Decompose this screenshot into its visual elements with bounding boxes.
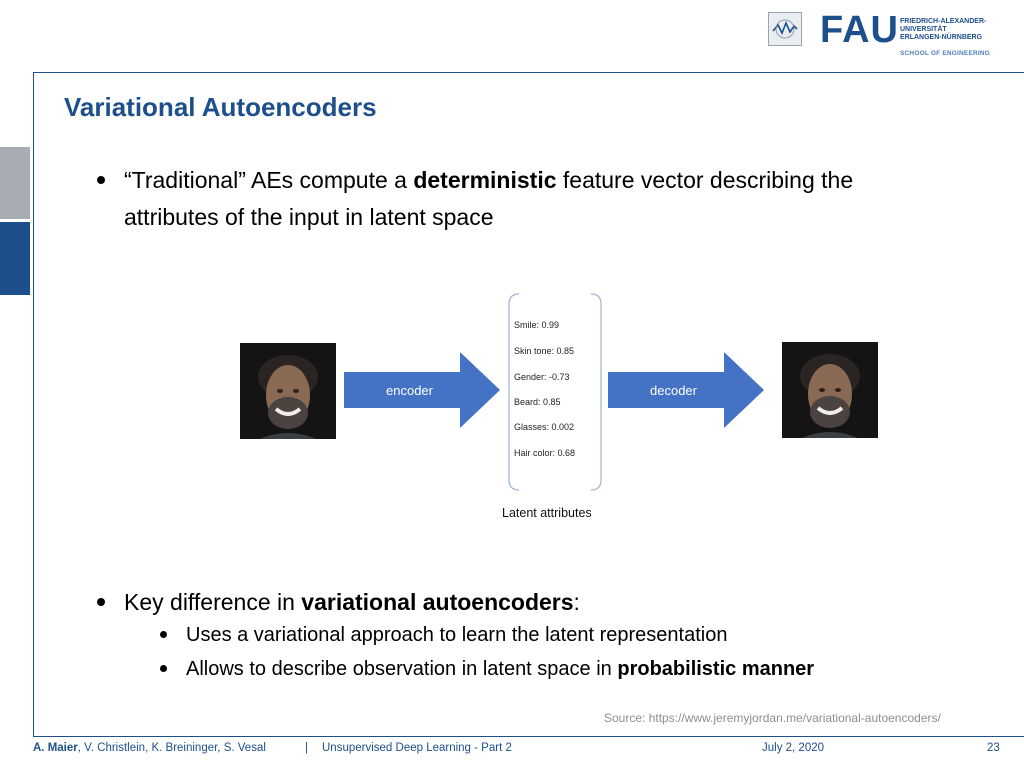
university-line: FRIEDRICH-ALEXANDER- — [900, 18, 987, 25]
bullet-text-part: Key difference in — [124, 589, 302, 615]
bullet-icon — [97, 598, 105, 606]
sub-bullet-text-part: Allows to describe observation in latent… — [186, 658, 618, 680]
bullet-text-part: “Traditional” AEs compute a — [124, 167, 414, 193]
latent-attribute: Smile: 0.99 — [514, 320, 560, 330]
page-number: 23 — [987, 742, 1000, 754]
fau-logo: FAU — [820, 9, 899, 51]
footer-date: July 2, 2020 — [762, 742, 825, 754]
bullet-text-part: : — [573, 589, 580, 615]
latent-attribute: Beard: 0.85 — [514, 397, 561, 407]
bullet-text-bold: variational autoencoders — [301, 589, 574, 615]
sub-bullet-icon — [160, 631, 167, 638]
side-marker-gray — [0, 147, 30, 219]
decoder-arrow — [608, 352, 764, 428]
bullet-text: Key difference in variational autoencode… — [124, 585, 580, 619]
footer-separator: | — [305, 742, 308, 754]
encoder-arrow — [344, 352, 500, 428]
slide-frame — [33, 72, 1024, 737]
latent-attribute: Skin tone: 0.85 — [514, 346, 575, 356]
university-line: UNIVERSITÄT — [900, 26, 947, 33]
latent-caption: Latent attributes — [502, 506, 592, 520]
footer-authors: A. Maier, V. Christlein, K. Breininger, … — [33, 742, 266, 754]
latent-brace — [508, 293, 602, 491]
footer-author-bold: A. Maier — [33, 742, 78, 754]
side-marker-blue — [0, 222, 30, 295]
page-title: Variational Autoencoders — [64, 92, 377, 122]
sub-bullet-text: Allows to describe observation in latent… — [186, 654, 814, 684]
latent-attribute: Glasses: 0.002 — [514, 422, 575, 432]
school-name: SCHOOL OF ENGINEERING — [900, 50, 991, 57]
sub-bullet-icon — [160, 665, 167, 672]
bullet-text: “Traditional” AEs compute a deterministi… — [124, 163, 853, 197]
bullet-text-part: feature vector describing the — [556, 167, 854, 193]
bullet-icon — [97, 176, 105, 184]
footer-authors-rest: , V. Christlein, K. Breininger, S. Vesal — [77, 742, 266, 754]
source-citation: Source: https://www.jeremyjordan.me/vari… — [604, 711, 941, 725]
bullet-text-bold: deterministic — [413, 167, 557, 193]
decoder-label: decoder — [650, 383, 697, 398]
institute-logo-icon — [768, 12, 802, 46]
input-face-image — [240, 343, 336, 439]
latent-attribute: Hair color: 0.68 — [514, 448, 576, 458]
latent-attribute: Gender: -0.73 — [514, 372, 570, 382]
sub-bullet-text: Uses a variational approach to learn the… — [186, 624, 728, 646]
sub-bullet-text-bold: probabilistic manner — [617, 658, 815, 680]
university-line: ERLANGEN-NÜRNBERG — [900, 34, 983, 41]
university-name: FRIEDRICH-ALEXANDER- UNIVERSITÄT ERLANGE… — [900, 18, 986, 42]
encoder-label: encoder — [386, 383, 433, 398]
output-face-image — [782, 342, 878, 438]
footer-course: Unsupervised Deep Learning - Part 2 — [322, 742, 512, 754]
bullet-text-line2: attributes of the input in latent space — [124, 204, 494, 230]
